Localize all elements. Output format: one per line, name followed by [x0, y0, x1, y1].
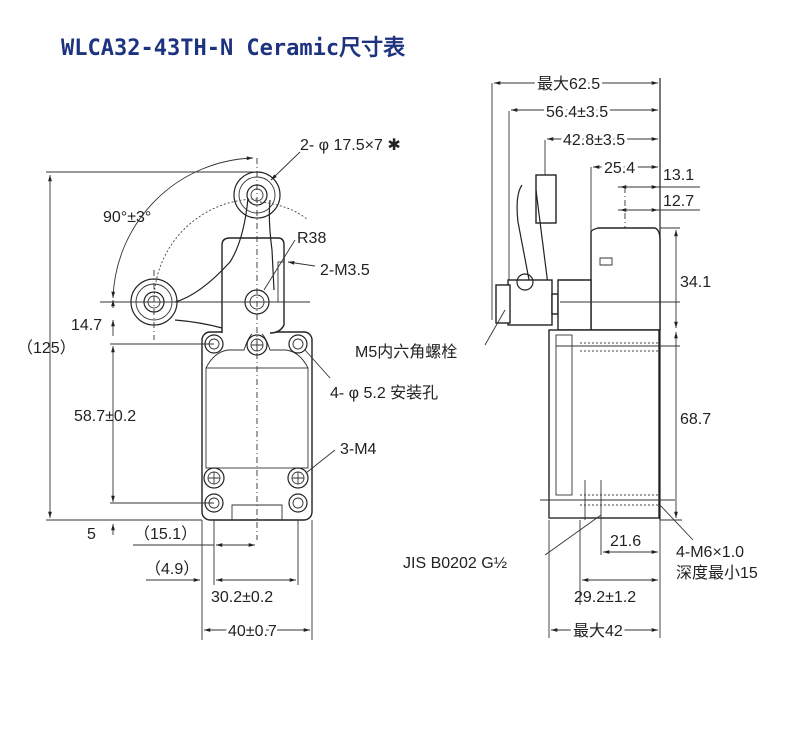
dim-13-1-label: 13.1 — [663, 167, 694, 184]
switch-head-side — [590, 227, 661, 331]
head-offset-label: 25.4 — [604, 160, 635, 177]
lever-hub — [507, 279, 553, 326]
screw-icon — [203, 334, 309, 489]
center-offset-label: （15.1） — [134, 525, 197, 543]
dim-12-7-label: 12.7 — [663, 193, 694, 210]
switch-body-front — [201, 331, 313, 521]
overall-height-label: （125） — [17, 339, 76, 357]
bottom-offset-label: 5 — [87, 526, 96, 543]
mount-holes-label: 4- φ 5.2 安装孔 — [330, 384, 438, 402]
body-width-label: 40±0.7 — [228, 623, 277, 640]
head-height-label: 34.1 — [680, 274, 711, 291]
hole-pitch-h-label: 30.2±0.2 — [211, 589, 273, 606]
radius-label: R38 — [297, 230, 326, 247]
edge-offset-label: （4.9） — [145, 560, 199, 578]
roller-side — [535, 174, 557, 224]
max-length-label: 最大62.5 — [537, 75, 600, 93]
switch-body-side — [548, 329, 660, 519]
depth-tol-label: 29.2±1.2 — [574, 589, 636, 606]
lever-range-label: 56.4±3.5 — [546, 104, 608, 121]
front-view: 2- φ 17.5×7 ✱ 90°±3° R38 2-M3.5 14.7 （12… — [17, 137, 438, 643]
conduit-label: JIS B0202 G½ — [403, 555, 507, 572]
hole-pitch-v-label: 58.7±0.2 — [74, 408, 136, 425]
thread-depth-label: 深度最小15 — [676, 564, 758, 582]
body-height-label: 68.7 — [680, 411, 711, 428]
cover-screws-label: 3-M4 — [340, 441, 377, 458]
thread-holes-label: 4-M6×1.0 — [676, 544, 744, 561]
side-view: 最大62.5 56.4±3.5 42.8±3.5 25.4 13.1 12.7 … — [355, 72, 758, 643]
angle-label: 90°±3° — [103, 209, 151, 226]
switch-head — [221, 237, 285, 334]
offset-14-7-label: 14.7 — [71, 317, 102, 334]
roller-note-label: 2- φ 17.5×7 ✱ — [300, 137, 401, 154]
hex-bolt-label: M5内六角螺栓 — [355, 343, 457, 361]
max-depth-label: 最大42 — [573, 622, 623, 640]
screws-m35-label: 2-M3.5 — [320, 262, 370, 279]
page-title: WLCA32-43TH-N Ceramic尺寸表 — [61, 36, 406, 61]
dim-21-6-label: 21.6 — [610, 533, 641, 550]
lever-min-label: 42.8±3.5 — [563, 132, 625, 149]
